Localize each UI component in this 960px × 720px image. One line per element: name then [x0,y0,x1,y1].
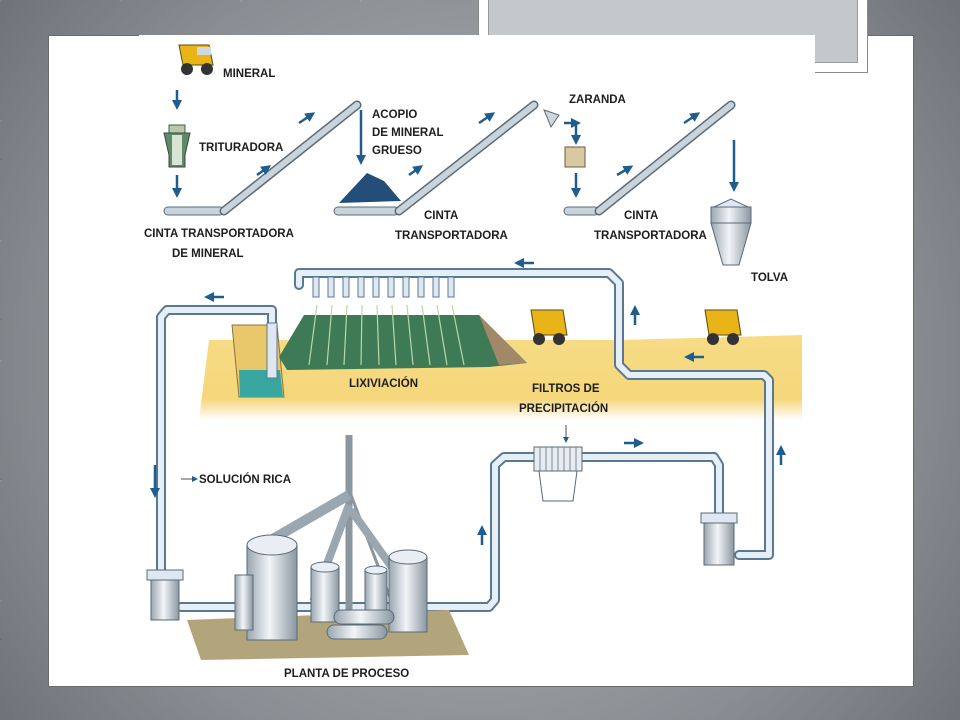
crusher [163,124,191,168]
label-cinta3-2: TRANSPORTADORA [594,230,707,242]
coarse-ore-stockpile [339,173,401,203]
truck-ground-2 [704,309,742,345]
label-mineral: MINERAL [223,68,275,80]
truck-mineral [178,44,214,75]
label-tolva: TOLVA [751,272,788,284]
truck-ground-1 [530,309,568,345]
label-cinta2-1: CINTA [424,210,458,222]
leaching-process-diagram: MINERAL TRITURADORA CINTA TRANSPORTADORA… [139,35,815,685]
pond-intake-pipe [266,322,278,379]
process-plant [187,435,469,660]
drip-lines [308,304,465,366]
label-filtros-2: PRECIPITACIÓN [519,402,608,415]
label-planta: PLANTA DE PROCESO [284,668,409,680]
label-acopio-3: GRUESO [372,145,422,157]
collection-tank-left [146,569,184,621]
precipitation-filter [533,446,583,502]
conveyor-1 [163,100,362,216]
collection-tank-right [700,512,738,566]
label-cinta-mineral-2: DE MINERAL [172,248,244,260]
conveyor-2 [333,100,539,216]
screen-zaranda [543,109,560,129]
label-acopio-1: ACOPIO [372,109,417,121]
label-solucion-rica: SOLUCIÓN RICA [199,473,291,486]
heap-side [479,315,527,365]
drum-feeder [564,146,586,168]
label-lixiviacion: LIXIVIACIÓN [349,377,418,390]
label-cinta2-2: TRANSPORTADORA [395,230,508,242]
sprinklers [312,276,455,298]
label-cinta-mineral-1: CINTA TRANSPORTADORA [144,228,294,240]
hopper-tolva [710,198,752,266]
flow-arrows [150,90,786,545]
heap-leach-pad [279,315,527,370]
label-filtros-1: FILTROS DE [532,383,600,395]
pipe-network-highlight [158,270,772,610]
label-acopio-2: DE MINERAL [372,127,444,139]
conveyor-3 [563,100,736,216]
label-zaranda: ZARANDA [569,94,626,106]
label-trituradora: TRITURADORA [199,142,283,154]
label-cinta3-1: CINTA [624,210,658,222]
